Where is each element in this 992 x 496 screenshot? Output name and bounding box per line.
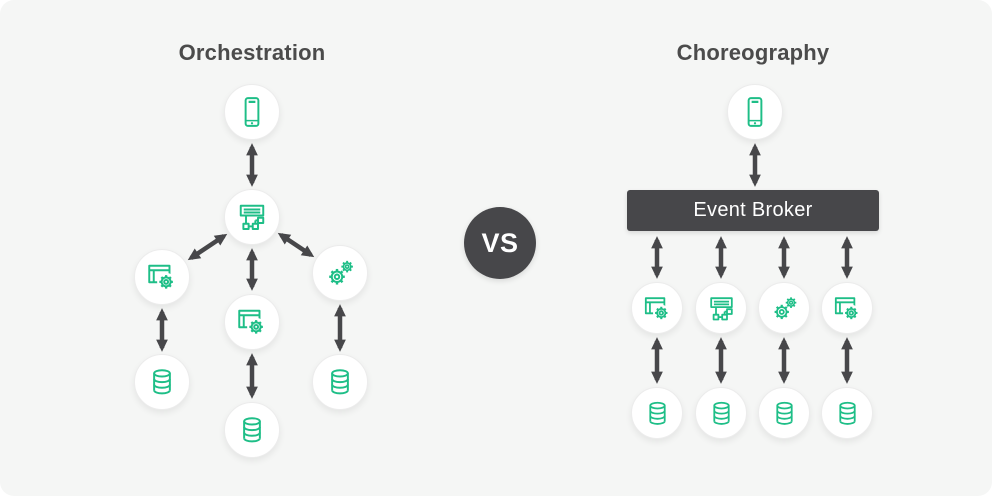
- gears-icon: [322, 255, 358, 291]
- web-app-gear-icon: [831, 292, 864, 325]
- orchestration-database-node-2: [224, 402, 280, 458]
- orchestrator-flow-icon: [705, 292, 738, 325]
- smartphone-icon: [234, 94, 270, 130]
- event-broker-bar: Event Broker: [627, 190, 879, 231]
- database-icon: [234, 412, 270, 448]
- vs-badge: VS: [464, 207, 536, 279]
- choreography-database-node-4: [821, 387, 873, 439]
- database-icon: [322, 364, 358, 400]
- choreography-database-node-2: [695, 387, 747, 439]
- orchestration-title: Orchestration: [178, 40, 326, 65]
- choreography-service-node-3: [758, 282, 810, 334]
- choreography-client-node: [727, 84, 783, 140]
- web-app-gear-icon: [234, 304, 270, 340]
- choreography-database-node-3: [758, 387, 810, 439]
- web-app-gear-icon: [144, 259, 180, 295]
- orchestrator-flow-icon: [234, 199, 270, 235]
- database-icon: [705, 397, 738, 430]
- orchestration-service-node-3: [312, 245, 368, 301]
- choreography-service-node-2: [695, 282, 747, 334]
- database-icon: [144, 364, 180, 400]
- choreography-database-node-1: [631, 387, 683, 439]
- choreography-title: Choreography: [676, 40, 830, 65]
- smartphone-icon: [737, 94, 773, 130]
- vs-label: VS: [481, 227, 519, 258]
- choreography-service-node-1: [631, 282, 683, 334]
- gears-icon: [768, 292, 801, 325]
- orchestration-database-node-1: [134, 354, 190, 410]
- orchestration-service-node-1: [134, 249, 190, 305]
- choreography-service-node-4: [821, 282, 873, 334]
- database-icon: [831, 397, 864, 430]
- orchestration-service-node-2: [224, 294, 280, 350]
- web-app-gear-icon: [641, 292, 674, 325]
- database-icon: [641, 397, 674, 430]
- event-broker-label: Event Broker: [693, 199, 813, 221]
- orchestrator-node: [224, 189, 280, 245]
- orchestration-client-node: [224, 84, 280, 140]
- database-icon: [768, 397, 801, 430]
- orchestration-database-node-3: [312, 354, 368, 410]
